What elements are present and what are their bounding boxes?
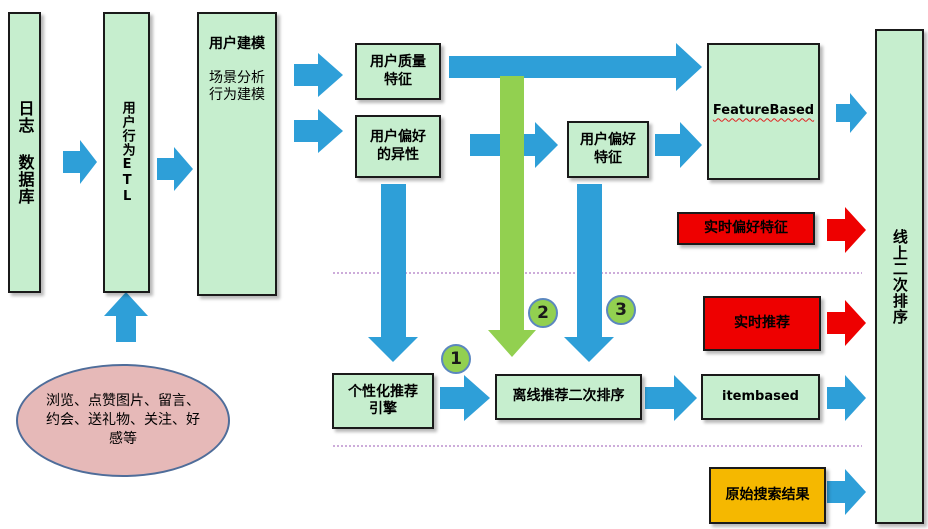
- realtime-preference-box: 实时偏好特征: [677, 212, 815, 245]
- arrow-modeling-to-preference: [294, 109, 343, 153]
- arrow-itembased-to-online: [827, 375, 866, 421]
- step-badge-1: 1: [441, 344, 471, 374]
- realtime-preference-label: 实时偏好特征: [704, 219, 788, 236]
- user-quality-features-box: 用户质量 特征: [355, 43, 441, 100]
- featurebased-box: FeatureBased: [707, 43, 820, 180]
- step-badge-3: 3: [606, 295, 636, 325]
- raw-search-results-box: 原始搜索结果: [709, 467, 826, 524]
- arrow-realtime-preference-to-online: [827, 207, 866, 253]
- arrow-search-to-online: [827, 469, 866, 515]
- itembased-box: itembased: [701, 374, 820, 420]
- preference-features-label: 用户偏好 特征: [580, 132, 636, 166]
- behavior-source-label: 浏览、点赞图片、留言、约会、送礼物、关注、好感等: [46, 393, 200, 447]
- step-badge-1-label: 1: [450, 349, 462, 369]
- arrow-engine-to-offline: [440, 375, 490, 421]
- offline-rerank-box: 离线推荐二次排序: [495, 374, 642, 420]
- preference-heterogeneity-box: 用户偏好 的异性: [355, 115, 441, 178]
- online-rerank-label: 线上二次排序: [890, 228, 909, 325]
- user-modeling-title: 用户建模: [209, 36, 265, 52]
- arrow-realtime-recommend-to-online: [827, 300, 866, 346]
- preference-heterogeneity-label: 用户偏好 的异性: [370, 129, 426, 163]
- step-badge-3-label: 3: [615, 300, 627, 320]
- arrow-behavior-to-modeling: [157, 147, 193, 191]
- arrow-source-up: [104, 292, 148, 342]
- user-behavior-etl-box: 用户行为ETL: [103, 12, 150, 293]
- featurebased-label: FeatureBased: [712, 103, 815, 119]
- online-rerank-box: 线上二次排序: [875, 29, 924, 524]
- offline-rerank-label: 离线推荐二次排序: [512, 388, 625, 405]
- itembased-label: itembased: [722, 388, 799, 404]
- arrow-log-to-behavior: [63, 140, 97, 184]
- behavior-source-ellipse: 浏览、点赞图片、留言、约会、送礼物、关注、好感等: [16, 364, 230, 477]
- arrow-preference-down: [564, 184, 614, 362]
- arrow-heterogeneity-down: [368, 184, 418, 362]
- personalized-engine-box: 个性化推荐 引擎: [332, 373, 434, 429]
- step-badge-2-label: 2: [537, 303, 549, 323]
- user-modeling-body: 场景分析 行为建模: [209, 69, 265, 104]
- arrow-quality-down-green: [488, 76, 536, 357]
- raw-search-results-label: 原始搜索结果: [725, 486, 810, 503]
- arrow-quality-to-featurebased: [449, 43, 702, 91]
- log-database-label: 日志 数据库: [15, 100, 35, 205]
- arrow-featurebased-to-online: [836, 93, 867, 133]
- arrow-offline-to-itembased: [645, 375, 697, 421]
- log-database-box: 日志 数据库: [8, 12, 41, 293]
- user-quality-features-label: 用户质量 特征: [370, 54, 426, 88]
- realtime-recommend-label: 实时推荐: [734, 314, 790, 331]
- preference-features-box: 用户偏好 特征: [567, 121, 649, 178]
- realtime-recommend-box: 实时推荐: [703, 296, 821, 351]
- arrow-preference-to-featurebased: [655, 122, 702, 168]
- user-modeling-box: 用户建模 场景分析 行为建模: [197, 12, 277, 296]
- personalized-engine-label: 个性化推荐 引擎: [348, 383, 418, 418]
- arrow-modeling-to-quality: [294, 53, 343, 97]
- step-badge-2: 2: [528, 298, 558, 328]
- user-behavior-etl-label: 用户行为ETL: [119, 100, 135, 205]
